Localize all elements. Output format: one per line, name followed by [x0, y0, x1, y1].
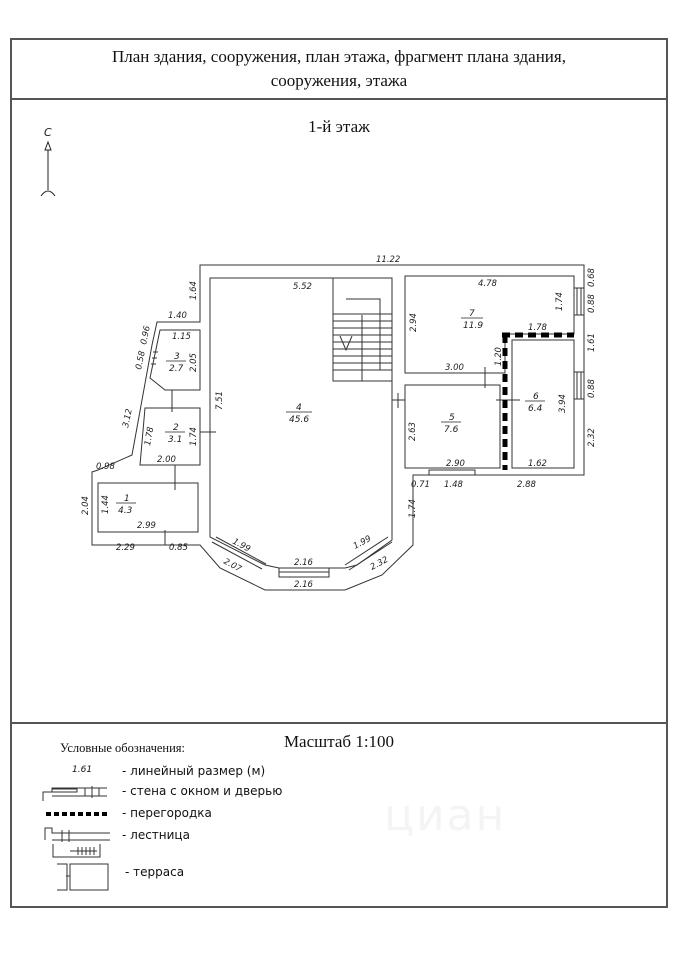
dim-room7-left: 2.94: [409, 313, 419, 332]
partition-wall: [502, 332, 574, 470]
room-5-area: 7.6: [444, 425, 459, 435]
room-7-area: 11.9: [463, 321, 483, 331]
room-4-area: 45.6: [289, 415, 309, 425]
room-7-number: 7: [469, 309, 475, 319]
dim-hall-right-upper: 2.63: [408, 422, 418, 441]
dim-hall-top: 5.52: [293, 282, 312, 292]
legend-item-stairs: - лестница: [122, 828, 190, 842]
dim-bay-left-outer: 2.07: [222, 557, 244, 575]
legend-sample-dimension: 1.61: [72, 765, 93, 775]
dim-2-29: 2.29: [116, 543, 135, 553]
window-right-upper: [573, 287, 585, 316]
dim-partition-top: 1.78: [528, 323, 548, 333]
legend-title: Условные обозначения:: [60, 741, 186, 755]
dim-0-98: 0.98: [96, 462, 116, 472]
legend-wall-window-door-icon: [42, 786, 107, 801]
dim-room7-right: 1.74: [555, 292, 565, 311]
dim-room5-bottom: 2.90: [446, 459, 465, 469]
dim-bottom-0-71: 0.71: [411, 480, 430, 490]
room-1-wall: [97, 482, 199, 533]
room-2-number: 2: [173, 423, 179, 433]
dim-right-1-61: 1.61: [587, 333, 597, 352]
room-3-area: 2.7: [169, 364, 184, 374]
dim-right-0-88b: 0.88: [587, 378, 597, 398]
legend-item-dimension: - линейный размер (м): [122, 764, 266, 778]
watermark-logo: циан: [384, 790, 507, 841]
room-2-wall: [139, 407, 201, 466]
dim-0-96: 0.96: [139, 324, 153, 345]
door-marks: [164, 367, 520, 545]
dim-top-total: 11.22: [376, 255, 400, 265]
dim-bay-mid-inner: 2.16: [294, 558, 314, 568]
document-title-line-1: План здания, сооружения, план этажа, фра…: [112, 47, 566, 66]
dim-room1-bottom: 2.99: [137, 521, 156, 531]
legend-stairs-icon: [44, 827, 110, 858]
room-6-wall: [511, 339, 575, 469]
room-5-number: 5: [449, 413, 455, 423]
room-4-number: 4: [296, 403, 302, 413]
room-7-wall: [404, 275, 575, 374]
legend-terrace-icon: [57, 863, 109, 891]
dim-right-0-88a: 0.88: [587, 293, 597, 313]
dim-hall-left: 7.51: [215, 391, 225, 410]
dim-room7-top: 4.78: [478, 279, 498, 289]
room-3-wall: [149, 329, 201, 391]
dim-room7-bottom: 3.00: [445, 363, 464, 373]
scale-label: Масштаб 1:100: [283, 732, 395, 751]
room-6-area: 6.4: [528, 404, 543, 414]
staircase: [332, 277, 393, 382]
dim-3-12: 3.12: [121, 408, 135, 429]
dim-room2-right: 1.74: [189, 427, 199, 446]
dim-2-04: 2.04: [81, 496, 91, 515]
legend-frame: [10, 722, 668, 908]
north-arrow-icon: [40, 140, 56, 197]
dim-bottom-2-88: 2.88: [517, 480, 537, 490]
north-label: С: [44, 126, 52, 139]
room-1-area: 4.3: [118, 506, 133, 516]
room-5-wall: [404, 384, 501, 469]
dim-partition-left: 1.20: [494, 347, 504, 366]
room-2-area: 3.1: [168, 435, 182, 445]
dim-hall-right-lower: 1.74: [408, 499, 418, 518]
dim-room3-top: 1.15: [172, 332, 191, 342]
dim-0-58: 0.58: [134, 349, 148, 370]
document-title-line-2: сооружения, этажа: [270, 71, 408, 90]
window-right-lower: [573, 371, 585, 400]
dim-room3-right: 2.05: [189, 353, 199, 372]
dim-0-85: 0.85: [169, 543, 188, 553]
dim-bay-left-inner: 1.99: [231, 537, 252, 555]
dim-room2-bottom: 2.00: [157, 455, 176, 465]
dim-right-0-68: 0.68: [587, 267, 597, 287]
floor-label: 1-й этаж: [308, 117, 370, 136]
dim-room6-bottom: 1.62: [528, 459, 547, 469]
dim-1-64: 1.64: [189, 281, 199, 300]
dim-bottom-1-48: 1.48: [444, 480, 464, 490]
legend-item-terrace: - терраса: [125, 865, 185, 879]
dim-room1-left: 1.44: [101, 495, 111, 514]
dim-right-2-32: 2.32: [587, 428, 597, 447]
room-3-number: 3: [174, 352, 180, 362]
dim-room6-right: 3.94: [558, 394, 568, 413]
window-room3: [151, 351, 158, 365]
legend-item-partition: - перегородка: [122, 806, 212, 820]
dim-bay-mid-outer: 2.16: [294, 580, 314, 590]
dim-1-40: 1.40: [168, 311, 187, 321]
legend-item-wall: - стена с окном и дверью: [122, 784, 283, 798]
window-bay: [211, 536, 393, 578]
room-1-number: 1: [124, 494, 130, 504]
room-labels: [116, 317, 545, 504]
room-6-number: 6: [533, 392, 539, 402]
window-bottom-room5: [428, 469, 476, 476]
dim-room2-left: 1.78: [143, 426, 156, 447]
